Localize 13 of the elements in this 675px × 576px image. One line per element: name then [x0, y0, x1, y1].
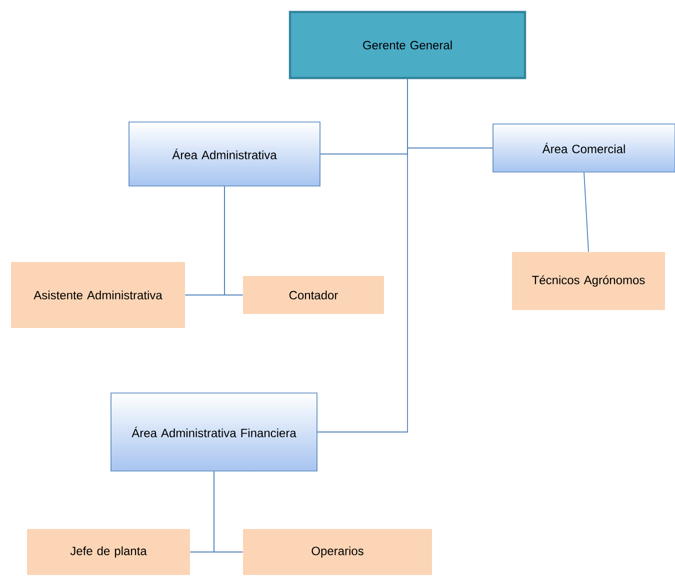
staff-box: Operarios: [243, 529, 432, 575]
connector-line: [316, 78, 408, 432]
staff-box: Contador: [243, 276, 384, 314]
department-box: Área Comercial: [492, 124, 675, 172]
department-box: Área Administrativa: [128, 122, 320, 186]
connector-line: [584, 172, 589, 252]
department-box: Área Administrativa Financiera: [110, 392, 318, 472]
staff-box: Técnicos Agrónomos: [512, 252, 665, 310]
connector-line: [224, 186, 244, 296]
staff-box: Jefe de planta: [27, 529, 190, 575]
manager-box: Gerente General: [288, 10, 526, 80]
connector-line: [214, 470, 244, 552]
staff-box: Asistente Administrativa: [11, 262, 185, 328]
